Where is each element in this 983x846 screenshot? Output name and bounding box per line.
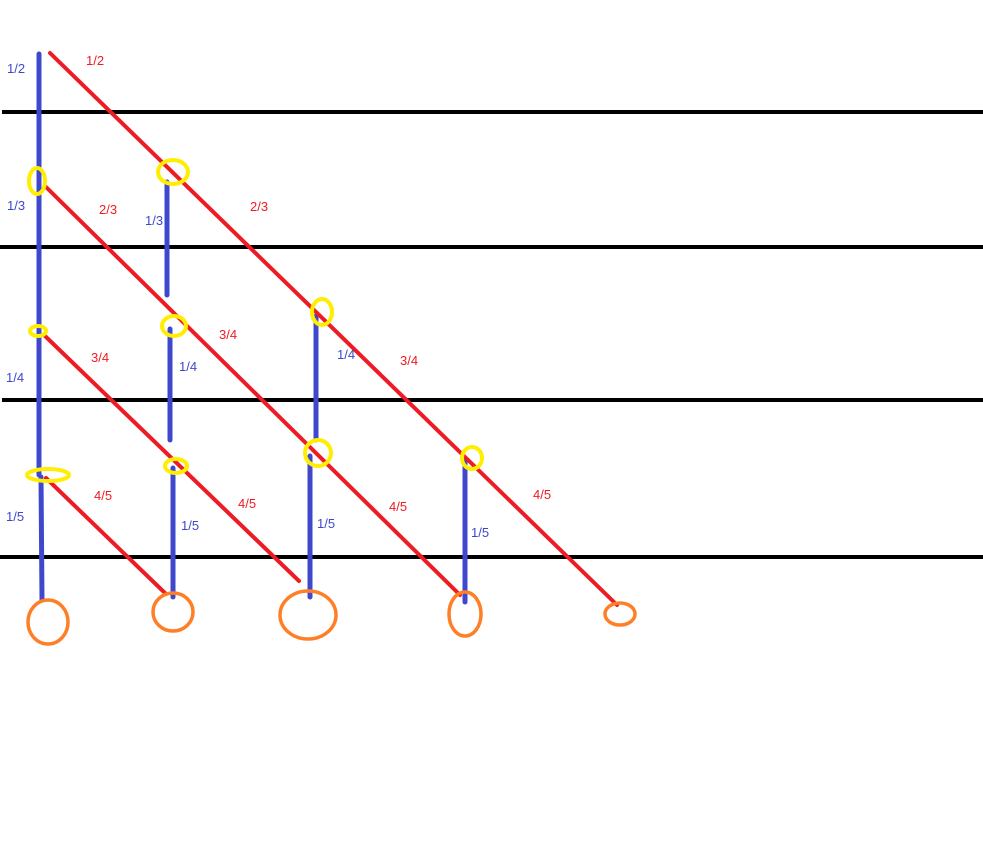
diagonal-branch-2 (44, 185, 462, 597)
branch-node (310, 297, 334, 327)
level-dividers (0, 110, 983, 559)
branch-node (160, 314, 188, 338)
branch-node (460, 445, 484, 471)
branch-node (163, 457, 189, 475)
vertical-branch-col1-lower (38, 474, 45, 603)
branch-probability-label: 1/4 (6, 370, 24, 385)
diagonal-branch-4 (44, 476, 168, 596)
branch-probability-label: 1/2 (7, 61, 25, 76)
branch-probability-label: 1/5 (317, 516, 335, 531)
branch-nodes (25, 158, 484, 483)
leaf-nodes (26, 589, 637, 646)
leaf-node (603, 601, 637, 627)
branch-probability-label: 1/4 (179, 359, 197, 374)
branch-probability-label: 3/4 (91, 350, 109, 365)
branch-probability-label: 1/2 (86, 53, 104, 68)
diagonal-branch-1 (48, 51, 619, 607)
branch-probability-label: 4/5 (238, 496, 256, 511)
vertical-branch-labels: 1/2 1/3 1/3 1/4 1/4 1/4 1/5 1/5 1/5 1/5 (6, 61, 489, 540)
branch-probability-label: 4/5 (94, 488, 112, 503)
vertical-branches (36, 51, 468, 605)
branch-probability-label: 1/4 (337, 347, 355, 362)
branch-probability-label: 3/4 (219, 327, 237, 342)
branch-probability-label: 4/5 (389, 499, 407, 514)
branch-probability-label: 2/3 (250, 199, 268, 214)
branch-node (156, 158, 190, 186)
branch-probability-label: 4/5 (533, 487, 551, 502)
leaf-node (26, 598, 70, 646)
leaf-node (151, 591, 195, 633)
branch-probability-label: 3/4 (400, 353, 418, 368)
branch-node (27, 166, 47, 196)
branch-node (25, 467, 71, 483)
leaf-node (447, 590, 483, 638)
branch-probability-label: 1/3 (7, 198, 25, 213)
branch-probability-label: 1/3 (145, 213, 163, 228)
branch-probability-label: 1/5 (6, 509, 24, 524)
diagonal-branch-labels: 1/2 2/3 2/3 3/4 3/4 3/4 4/5 4/5 4/5 4/5 (86, 53, 551, 514)
branch-node (303, 438, 333, 468)
branch-probability-label: 1/5 (471, 525, 489, 540)
branch-node (28, 324, 48, 338)
leaf-node (278, 589, 338, 641)
branch-probability-label: 1/5 (181, 518, 199, 533)
branch-probability-label: 2/3 (99, 202, 117, 217)
